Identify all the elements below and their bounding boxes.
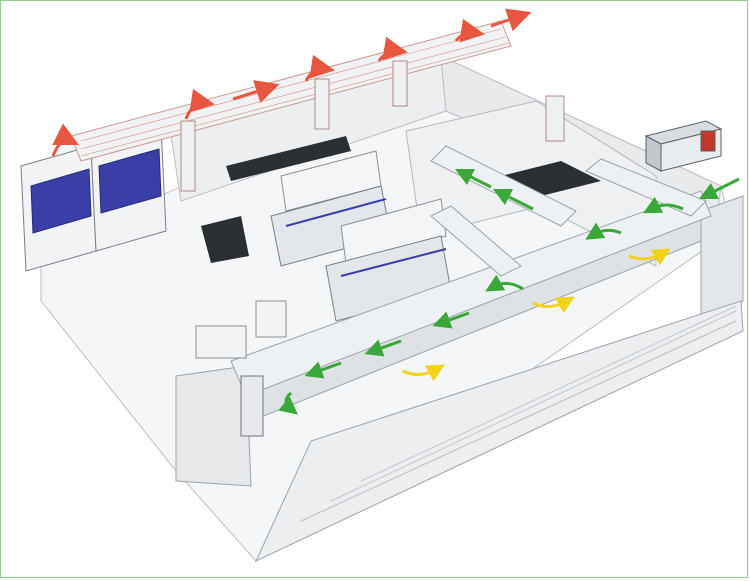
exhaust-arrow-icon: [377, 36, 408, 62]
cut-line: [330, 310, 737, 502]
supply-arrow-icon: [304, 361, 342, 379]
island-bench: [325, 198, 452, 322]
supply-diffuser: [255, 300, 287, 338]
exhaust-arrow-icon: [490, 8, 532, 32]
exhaust-riser: [392, 60, 408, 107]
cut-face: [254, 300, 744, 563]
fume-hood: [20, 145, 97, 272]
supply-arrow-icon: [485, 274, 524, 292]
exhaust-riser: [180, 120, 196, 192]
island-bench: [270, 150, 392, 267]
exhaust-arrow-icon: [232, 80, 280, 103]
door: [240, 375, 264, 437]
exhaust-arrow-icon: [51, 123, 80, 157]
supply-arrow-icon: [492, 188, 534, 211]
supply-arrow-icon: [278, 391, 299, 415]
exhaust-riser: [545, 95, 565, 142]
supply-diffuser: [195, 325, 247, 359]
lab-bench: [201, 216, 249, 263]
air-handling-unit-icon: [644, 120, 723, 172]
fume-hood: [90, 125, 167, 252]
cut-line: [300, 320, 737, 522]
cut-line: [360, 305, 737, 482]
return-arrow-icon: [532, 296, 575, 314]
supply-duct: [430, 145, 577, 227]
exhaust-arrow-icon: [304, 54, 335, 82]
supply-arrow-icon: [643, 196, 684, 214]
exhaust-duct-stripes: [80, 28, 510, 157]
exhaust-riser: [314, 78, 330, 130]
front-wall: [175, 365, 252, 487]
supply-arrow-icon: [698, 177, 740, 200]
supply-arrow-icon: [454, 168, 492, 189]
exhaust-arrow-icon: [184, 88, 215, 120]
return-arrow-icon: [402, 364, 445, 382]
supply-arrow-icon: [364, 339, 402, 357]
exhaust-arrow-icon: [454, 18, 485, 43]
supply-duct: [430, 205, 522, 277]
lab-bench: [226, 136, 351, 181]
supply-arrow-icon: [585, 222, 622, 240]
return-arrow-icon: [628, 248, 671, 266]
front-wall-side: [700, 195, 744, 322]
supply-arrow-icon: [432, 311, 470, 329]
